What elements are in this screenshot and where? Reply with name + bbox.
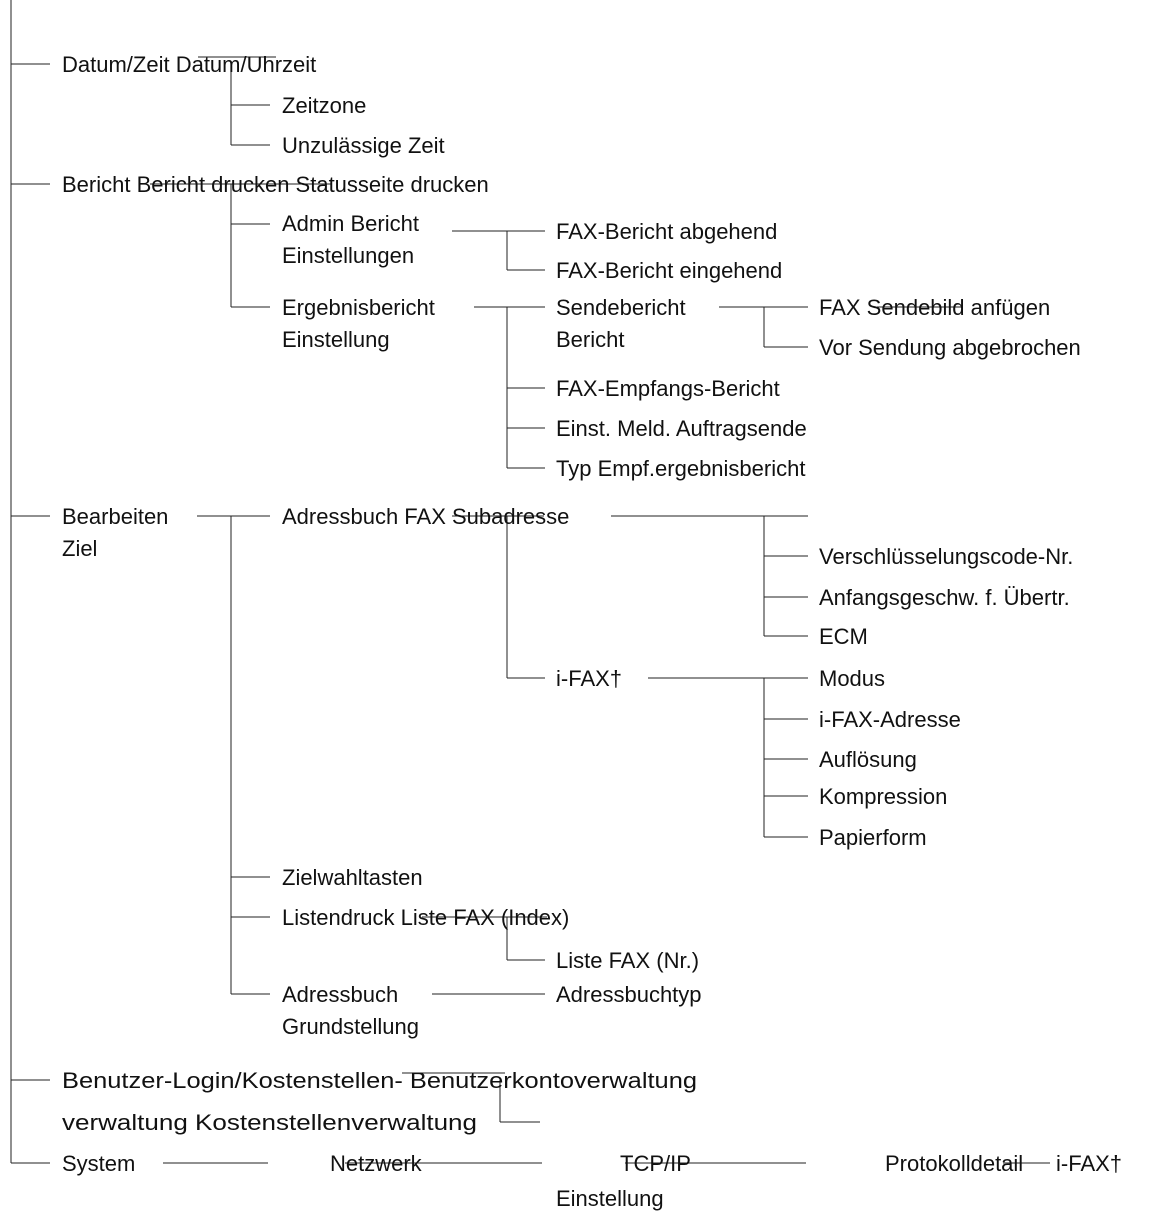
node-listendruck: Listendruck Liste FAX (Index)	[282, 905, 569, 930]
node-kompression: Kompression	[819, 784, 947, 809]
node-tcpip-line2: Einstellung	[556, 1186, 664, 1211]
node-sendebericht-line2: Bericht	[556, 327, 624, 352]
node-protokolldetail: Protokolldetail	[885, 1151, 1023, 1176]
node-ergebnisbericht: Ergebnisbericht	[282, 295, 435, 320]
node-modus: Modus	[819, 666, 885, 691]
node-adressbuch-grund-line2: Grundstellung	[282, 1014, 419, 1039]
node-tcpip: TCP/IP	[620, 1151, 691, 1176]
node-benutzer: Benutzer-Login/Kostenstellen- Benutzerko…	[62, 1068, 697, 1093]
node-ifax: i-FAX†	[556, 666, 622, 691]
node-system: System	[62, 1151, 135, 1176]
node-bearbeiten-line2: Ziel	[62, 536, 97, 561]
node-verschluesselung: Verschlüsselungscode-Nr.	[819, 544, 1073, 569]
node-zeitzone: Zeitzone	[282, 93, 366, 118]
node-liste-fax-nr: Liste FAX (Nr.)	[556, 948, 699, 973]
node-fax-bericht-eingehend: FAX-Bericht eingehend	[556, 258, 782, 283]
node-admin-bericht-line2: Einstellungen	[282, 243, 414, 268]
node-bericht: Bericht Bericht drucken Statusseite druc…	[62, 172, 489, 197]
node-system-ifax: i-FAX†	[1056, 1151, 1122, 1176]
node-fax-empfangs-bericht: FAX-Empfangs-Bericht	[556, 376, 780, 401]
node-bearbeiten: Bearbeiten	[62, 504, 168, 529]
connector-lines	[10, 0, 808, 1164]
node-adressbuchtyp: Adressbuchtyp	[556, 982, 702, 1007]
node-vor-sendung: Vor Sendung abgebrochen	[819, 335, 1081, 360]
node-netzwerk: Netzwerk	[330, 1151, 423, 1176]
node-aufloesung: Auflösung	[819, 747, 917, 772]
node-adressbuch-fax: Adressbuch FAX Subadresse	[282, 504, 569, 529]
node-anfangsgeschw: Anfangsgeschw. f. Übertr.	[819, 585, 1070, 610]
node-adressbuch-grund: Adressbuch	[282, 982, 398, 1007]
node-ecm: ECM	[819, 624, 868, 649]
strikethrough-marks	[150, 56, 1050, 1164]
node-fax-bericht-abgehend: FAX-Bericht abgehend	[556, 219, 777, 244]
node-datum-zeit: Datum/Zeit Datum/Uhrzeit	[62, 52, 316, 77]
node-ifax-adresse: i-FAX-Adresse	[819, 707, 961, 732]
node-fax-sendebild: FAX Sendebild anfügen	[819, 295, 1050, 320]
node-papierform: Papierform	[819, 825, 927, 850]
node-admin-bericht: Admin Bericht	[282, 211, 419, 236]
node-sendebericht: Sendebericht	[556, 295, 686, 320]
node-typ-empf: Typ Empf.ergebnisbericht	[556, 456, 805, 481]
node-labels: Datum/Zeit Datum/Uhrzeit Zeitzone Unzulä…	[62, 52, 1122, 1211]
node-einst-meld: Einst. Meld. Auftragsende	[556, 416, 807, 441]
node-unzulaessige-zeit: Unzulässige Zeit	[282, 133, 445, 158]
node-zielwahltasten: Zielwahltasten	[282, 865, 423, 890]
node-ergebnisbericht-line2: Einstellung	[282, 327, 390, 352]
node-benutzer-line2: verwaltung Kostenstellenverwaltung	[62, 1110, 477, 1135]
